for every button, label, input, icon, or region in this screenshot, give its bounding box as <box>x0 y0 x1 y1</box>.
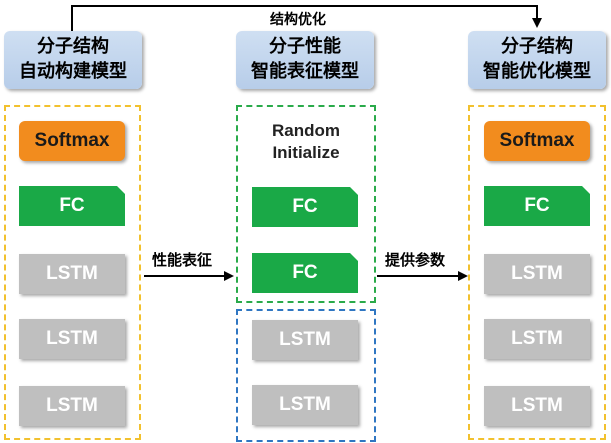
right-softmax-block: Softmax <box>484 121 590 161</box>
random-line2: Initialize <box>272 143 340 162</box>
middle-title-line2: 智能表征模型 <box>251 61 359 82</box>
left-lstm-block-2: LSTM <box>19 319 125 359</box>
left-lstm-block-1: LSTM <box>19 254 125 294</box>
left-fc-block: FC <box>19 186 125 226</box>
middle-column-title: 分子性能 智能表征模型 <box>236 31 374 89</box>
middle-fc-block-1: FC <box>252 187 358 227</box>
middle-title-line1: 分子性能 <box>269 36 341 57</box>
right-title-line1: 分子结构 <box>501 36 573 57</box>
middle-fc-block-2: FC <box>252 253 358 293</box>
random-initialize-label: Random Initialize <box>238 120 374 164</box>
parameter-label: 提供参数 <box>385 251 446 269</box>
middle-lstm-block-2: LSTM <box>252 385 358 425</box>
right-column-title: 分子结构 智能优化模型 <box>468 31 606 89</box>
right-fc-block: FC <box>484 186 590 226</box>
structure-optimization-label: 结构优化 <box>270 12 326 28</box>
right-lstm-block-2: LSTM <box>484 319 590 359</box>
left-column-title: 分子结构 自动构建模型 <box>4 31 142 89</box>
left-model-frame <box>4 105 141 440</box>
structure-optimization-arrow <box>71 5 542 31</box>
right-model-frame <box>468 105 606 440</box>
left-title-line1: 分子结构 <box>37 36 109 57</box>
middle-lstm-frame <box>236 309 376 442</box>
random-line1: Random <box>272 121 340 140</box>
middle-fc-frame <box>236 105 376 303</box>
right-lstm-block-1: LSTM <box>484 254 590 294</box>
performance-label: 性能表征 <box>152 251 213 269</box>
middle-lstm-block-1: LSTM <box>252 320 358 360</box>
left-softmax-block: Softmax <box>19 121 125 161</box>
left-lstm-block-3: LSTM <box>19 386 125 426</box>
right-lstm-block-3: LSTM <box>484 386 590 426</box>
left-title-line2: 自动构建模型 <box>19 61 127 82</box>
right-title-line2: 智能优化模型 <box>483 61 591 82</box>
